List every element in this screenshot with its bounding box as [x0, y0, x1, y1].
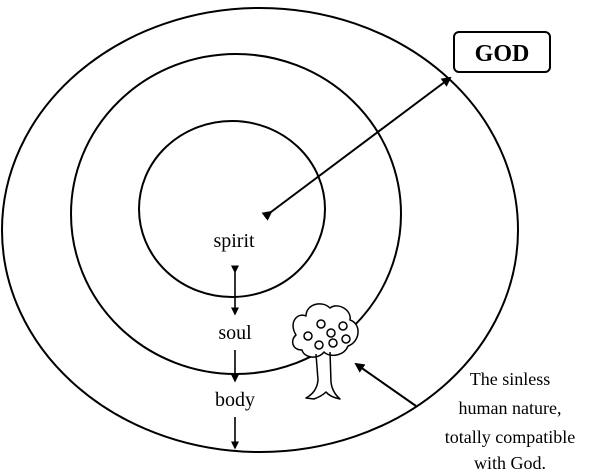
annotation-line-1: The sinless	[470, 369, 551, 389]
apple-tree-icon	[291, 303, 359, 400]
annotation-arrow	[354, 362, 417, 407]
annotation-line-3: totally compatible	[445, 427, 575, 447]
annotation-line-4: with God.	[474, 453, 546, 473]
god-label: GOD	[475, 41, 530, 67]
body-label: body	[215, 389, 255, 411]
soul-label: soul	[218, 322, 252, 344]
spirit-circle	[138, 120, 326, 298]
spirit-god-arrow	[261, 76, 452, 221]
god-box	[453, 31, 551, 73]
annotation-line-2: human nature,	[459, 398, 562, 418]
spirit-label: spirit	[213, 230, 255, 252]
body-circle	[1, 7, 519, 453]
